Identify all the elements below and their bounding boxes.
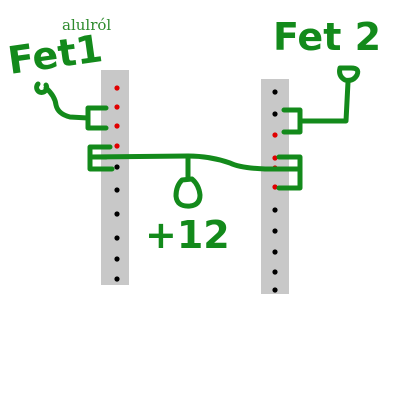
right-strip-hole-8 [272, 228, 278, 234]
left-strip-hole-5 [114, 164, 120, 170]
left-strip-hole-4-highlighted [114, 143, 120, 149]
fet2-lead-pad [337, 65, 361, 83]
right-strip-hole-10 [272, 269, 278, 275]
left-strip-hole-2-highlighted [114, 104, 120, 110]
right-strip-hole-6-highlighted [272, 184, 278, 190]
left-strip-holes [114, 85, 120, 282]
right-strip-holes [272, 89, 278, 293]
fet1-pin-bracket [85, 105, 109, 131]
fet1-lead-wire [43, 85, 91, 121]
left-perfboard-strip [101, 70, 129, 285]
fet2-label: Fet 2 [273, 15, 381, 59]
fet1-label: Fet1 [5, 26, 105, 83]
right-strip-hole-3-highlighted [272, 132, 278, 138]
fet2-lead-wire [297, 79, 351, 124]
supply-pad [173, 176, 203, 209]
left-strip-hole-9 [114, 256, 120, 262]
right-strip-hole-4-highlighted [272, 155, 278, 161]
right-bus-bracket [276, 154, 303, 191]
bottom-view-label: alulról [62, 16, 111, 34]
right-strip-hole-2 [272, 111, 278, 117]
right-strip-hole-1 [272, 89, 278, 95]
left-strip-hole-3-highlighted [114, 123, 120, 129]
left-strip-hole-1-highlighted [114, 85, 120, 91]
left-strip-hole-7 [114, 211, 120, 217]
right-strip-hole-7 [272, 207, 278, 213]
left-strip-hole-8 [114, 235, 120, 241]
right-strip-hole-9 [272, 249, 278, 255]
bus-wire [87, 153, 283, 172]
supply-label: +12 [145, 213, 230, 257]
left-strip-hole-6 [114, 187, 120, 193]
left-strip-hole-10 [114, 276, 120, 282]
right-strip-hole-11 [272, 287, 278, 293]
